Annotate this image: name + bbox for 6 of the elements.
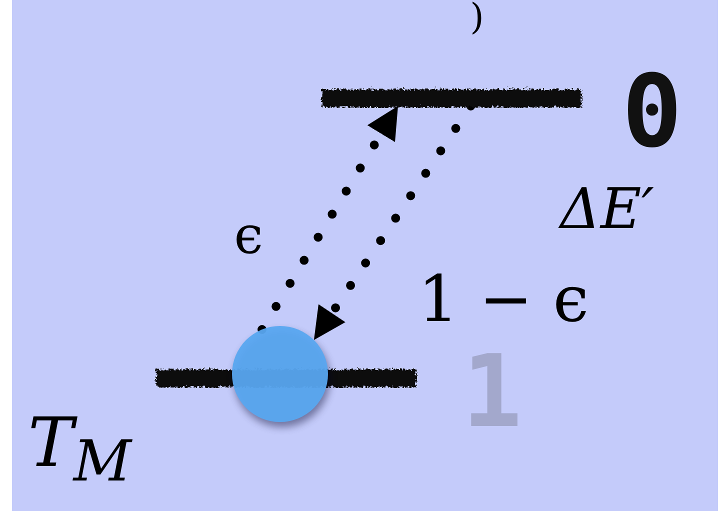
digit-display: 0 [622,62,682,162]
energy-level-bar [320,88,580,106]
parenthesis-text: ) [470,0,484,36]
temperature-label: T$_{M}$ [28,410,132,490]
energy-gap-label: ΔE′ [560,182,654,238]
particle-ball [232,326,328,422]
